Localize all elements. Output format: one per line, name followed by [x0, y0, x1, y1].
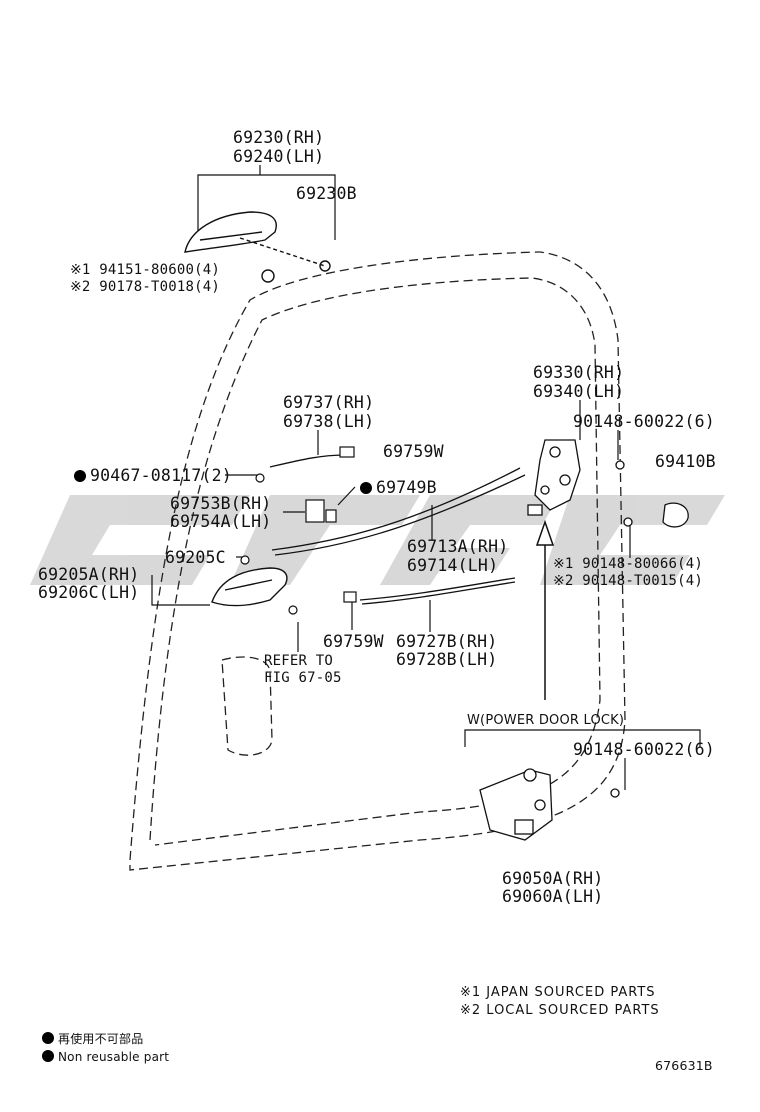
small-clips	[240, 446, 357, 615]
refer-line-2: FIG 67-05	[264, 670, 342, 686]
inside-handle-cover-label: 69205C	[165, 548, 226, 567]
legend-en-text: Non reusable part	[58, 1050, 170, 1064]
striker-label: 69410B	[655, 452, 716, 471]
power-lock-lh-label: 69060A(LH)	[502, 887, 604, 906]
cable-lh-label: 69714(LH)	[407, 556, 499, 575]
clip-lower-label: 69759W	[323, 632, 384, 651]
rod2-rh-label: 69727B(RH)	[396, 632, 498, 651]
leader-lines	[151, 165, 701, 790]
clip-nonreusable-b-label: 69749B	[360, 478, 437, 497]
power-lock-actuator	[479, 768, 620, 841]
bellcrank-lh-label: 69754A(LH)	[170, 512, 272, 531]
nut-japan-label: ※1 94151-80600(4)	[70, 262, 220, 278]
clip-nonreusable-b-text: 69749B	[376, 478, 437, 497]
figure-id: 676631B	[655, 1058, 713, 1073]
outside-handle-rh-label: 69230(RH)	[233, 128, 325, 147]
lock-screw-label: 90148-60022(6)	[573, 412, 715, 431]
refer-line-1: REFER TO	[264, 653, 334, 669]
outside-handle	[184, 211, 331, 283]
door-lock-rh-label: 69330(RH)	[533, 363, 625, 382]
rod-lh-label: 69738(LH)	[283, 412, 375, 431]
door-outline	[129, 251, 626, 871]
power-lock-rh-label: 69050A(RH)	[502, 869, 604, 888]
door-lock-lh-label: 69340(LH)	[533, 382, 625, 401]
door-lock-assembly	[527, 439, 625, 516]
arrow-to-lock	[535, 519, 555, 700]
power-lock-screw-label: 90148-60022(6)	[573, 740, 715, 759]
rods-and-cables	[269, 454, 526, 605]
bellcrank-rh-label: 69753B(RH)	[170, 494, 272, 513]
legend-en: Non reusable part	[42, 1049, 169, 1065]
inside-handle	[211, 567, 288, 607]
clip-nonreusable-a-text: 90467-08117(2)	[90, 466, 232, 485]
striker-screw-local-label: ※2 90148-T0015(4)	[553, 573, 703, 589]
rod-rh-label: 69737(RH)	[283, 393, 375, 412]
clip-upper-label: 69759W	[383, 442, 444, 461]
legend-dot-icon	[42, 1032, 54, 1044]
note-japan: ※1 JAPAN SOURCED PARTS	[460, 985, 656, 1000]
inside-handle-rh-label: 69205A(RH)	[38, 565, 140, 584]
outside-handle-lh-label: 69240(LH)	[233, 147, 325, 166]
nonreusable-dot-icon	[74, 470, 86, 482]
striker	[623, 502, 689, 528]
outside-handle-cover-label: 69230B	[296, 184, 357, 203]
inside-handle-lh-label: 69206C(LH)	[38, 583, 140, 602]
power-lock-title: W(POWER DOOR LOCK)	[467, 713, 625, 728]
nut-local-label: ※2 90178-T0018(4)	[70, 279, 220, 295]
cable-rh-label: 69713A(RH)	[407, 537, 509, 556]
striker-screw-japan-label: ※1 90148-80066(4)	[553, 556, 703, 572]
nonreusable-dot-icon	[360, 482, 372, 494]
legend-jp: 再使用不可部品	[42, 1031, 143, 1047]
legend-jp-text: 再使用不可部品	[58, 1032, 144, 1046]
rod2-lh-label: 69728B(LH)	[396, 650, 498, 669]
note-local: ※2 LOCAL SOURCED PARTS	[460, 1003, 660, 1018]
clip-nonreusable-a-label: 90467-08117(2)	[74, 466, 232, 485]
legend-dot-icon	[42, 1050, 54, 1062]
